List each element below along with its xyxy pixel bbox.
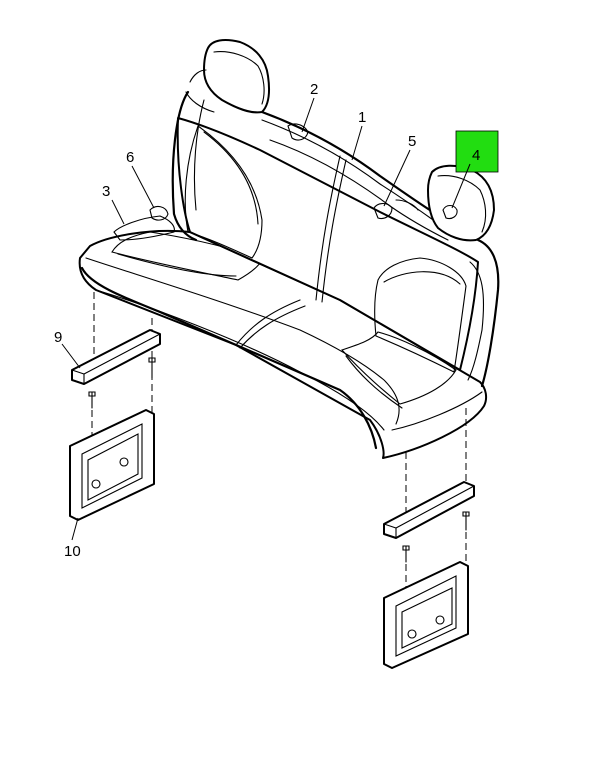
- svg-text:2: 2: [310, 81, 318, 98]
- right-frame-fastener-2: [435, 615, 445, 625]
- callout-6[interactable]: 6: [126, 149, 155, 209]
- seat-cushion-body: [78, 229, 488, 459]
- seat-base-lower-edge: [80, 266, 378, 450]
- svg-text:3: 3: [102, 183, 110, 200]
- svg-text:5: 5: [408, 133, 416, 150]
- seat-cushion-front-crease: [85, 257, 400, 425]
- callout-3[interactable]: 3: [102, 183, 125, 225]
- left-bracket-bolt-2: [148, 357, 156, 379]
- left-mount-hardware: [69, 292, 161, 521]
- right-seat-pad: [341, 331, 457, 405]
- seat-back-panel: [176, 117, 479, 371]
- headrest-guide-plug: [442, 204, 458, 220]
- seat-belt-buckle: [149, 205, 169, 221]
- right-mount-hardware: [383, 408, 475, 669]
- left-back-pad: [184, 125, 263, 259]
- left-bracket-bolt-1: [88, 391, 96, 409]
- right-back-pad: [374, 257, 467, 373]
- callouts: 1 2 3 4 5 6 9: [54, 81, 499, 560]
- callout-1[interactable]: 1: [351, 109, 366, 161]
- right-frame-fastener-1: [407, 629, 417, 639]
- seat-back-left-bolster: [171, 90, 198, 242]
- svg-text:4: 4: [472, 147, 480, 164]
- callout-5[interactable]: 5: [383, 133, 416, 207]
- callout-9[interactable]: 9: [54, 329, 81, 369]
- svg-text:1: 1: [358, 109, 366, 126]
- svg-text:10: 10: [64, 543, 81, 560]
- left-frame-fastener-2: [119, 457, 129, 467]
- svg-text:6: 6: [126, 149, 134, 166]
- callout-10[interactable]: 10: [64, 517, 81, 560]
- svg-text:9: 9: [54, 329, 62, 346]
- callout-4-highlighted[interactable]: 4: [451, 130, 499, 209]
- right-mounting-frame: [383, 561, 469, 669]
- callout-4-highlight-box: [455, 130, 499, 173]
- right-bracket-bolt-1: [402, 545, 410, 563]
- headrest-guide-sleeve: [373, 202, 393, 220]
- right-bracket-bolt-2: [462, 511, 470, 531]
- left-headrest: [203, 39, 271, 114]
- left-mounting-frame: [69, 409, 155, 521]
- bench-seat-assembly: [78, 39, 500, 459]
- seat-back-right-bolster: [476, 238, 500, 388]
- seat-belt-buckle-housing: [113, 215, 175, 241]
- callout-2[interactable]: 2: [301, 81, 318, 133]
- left-frame-fastener-1: [91, 479, 101, 489]
